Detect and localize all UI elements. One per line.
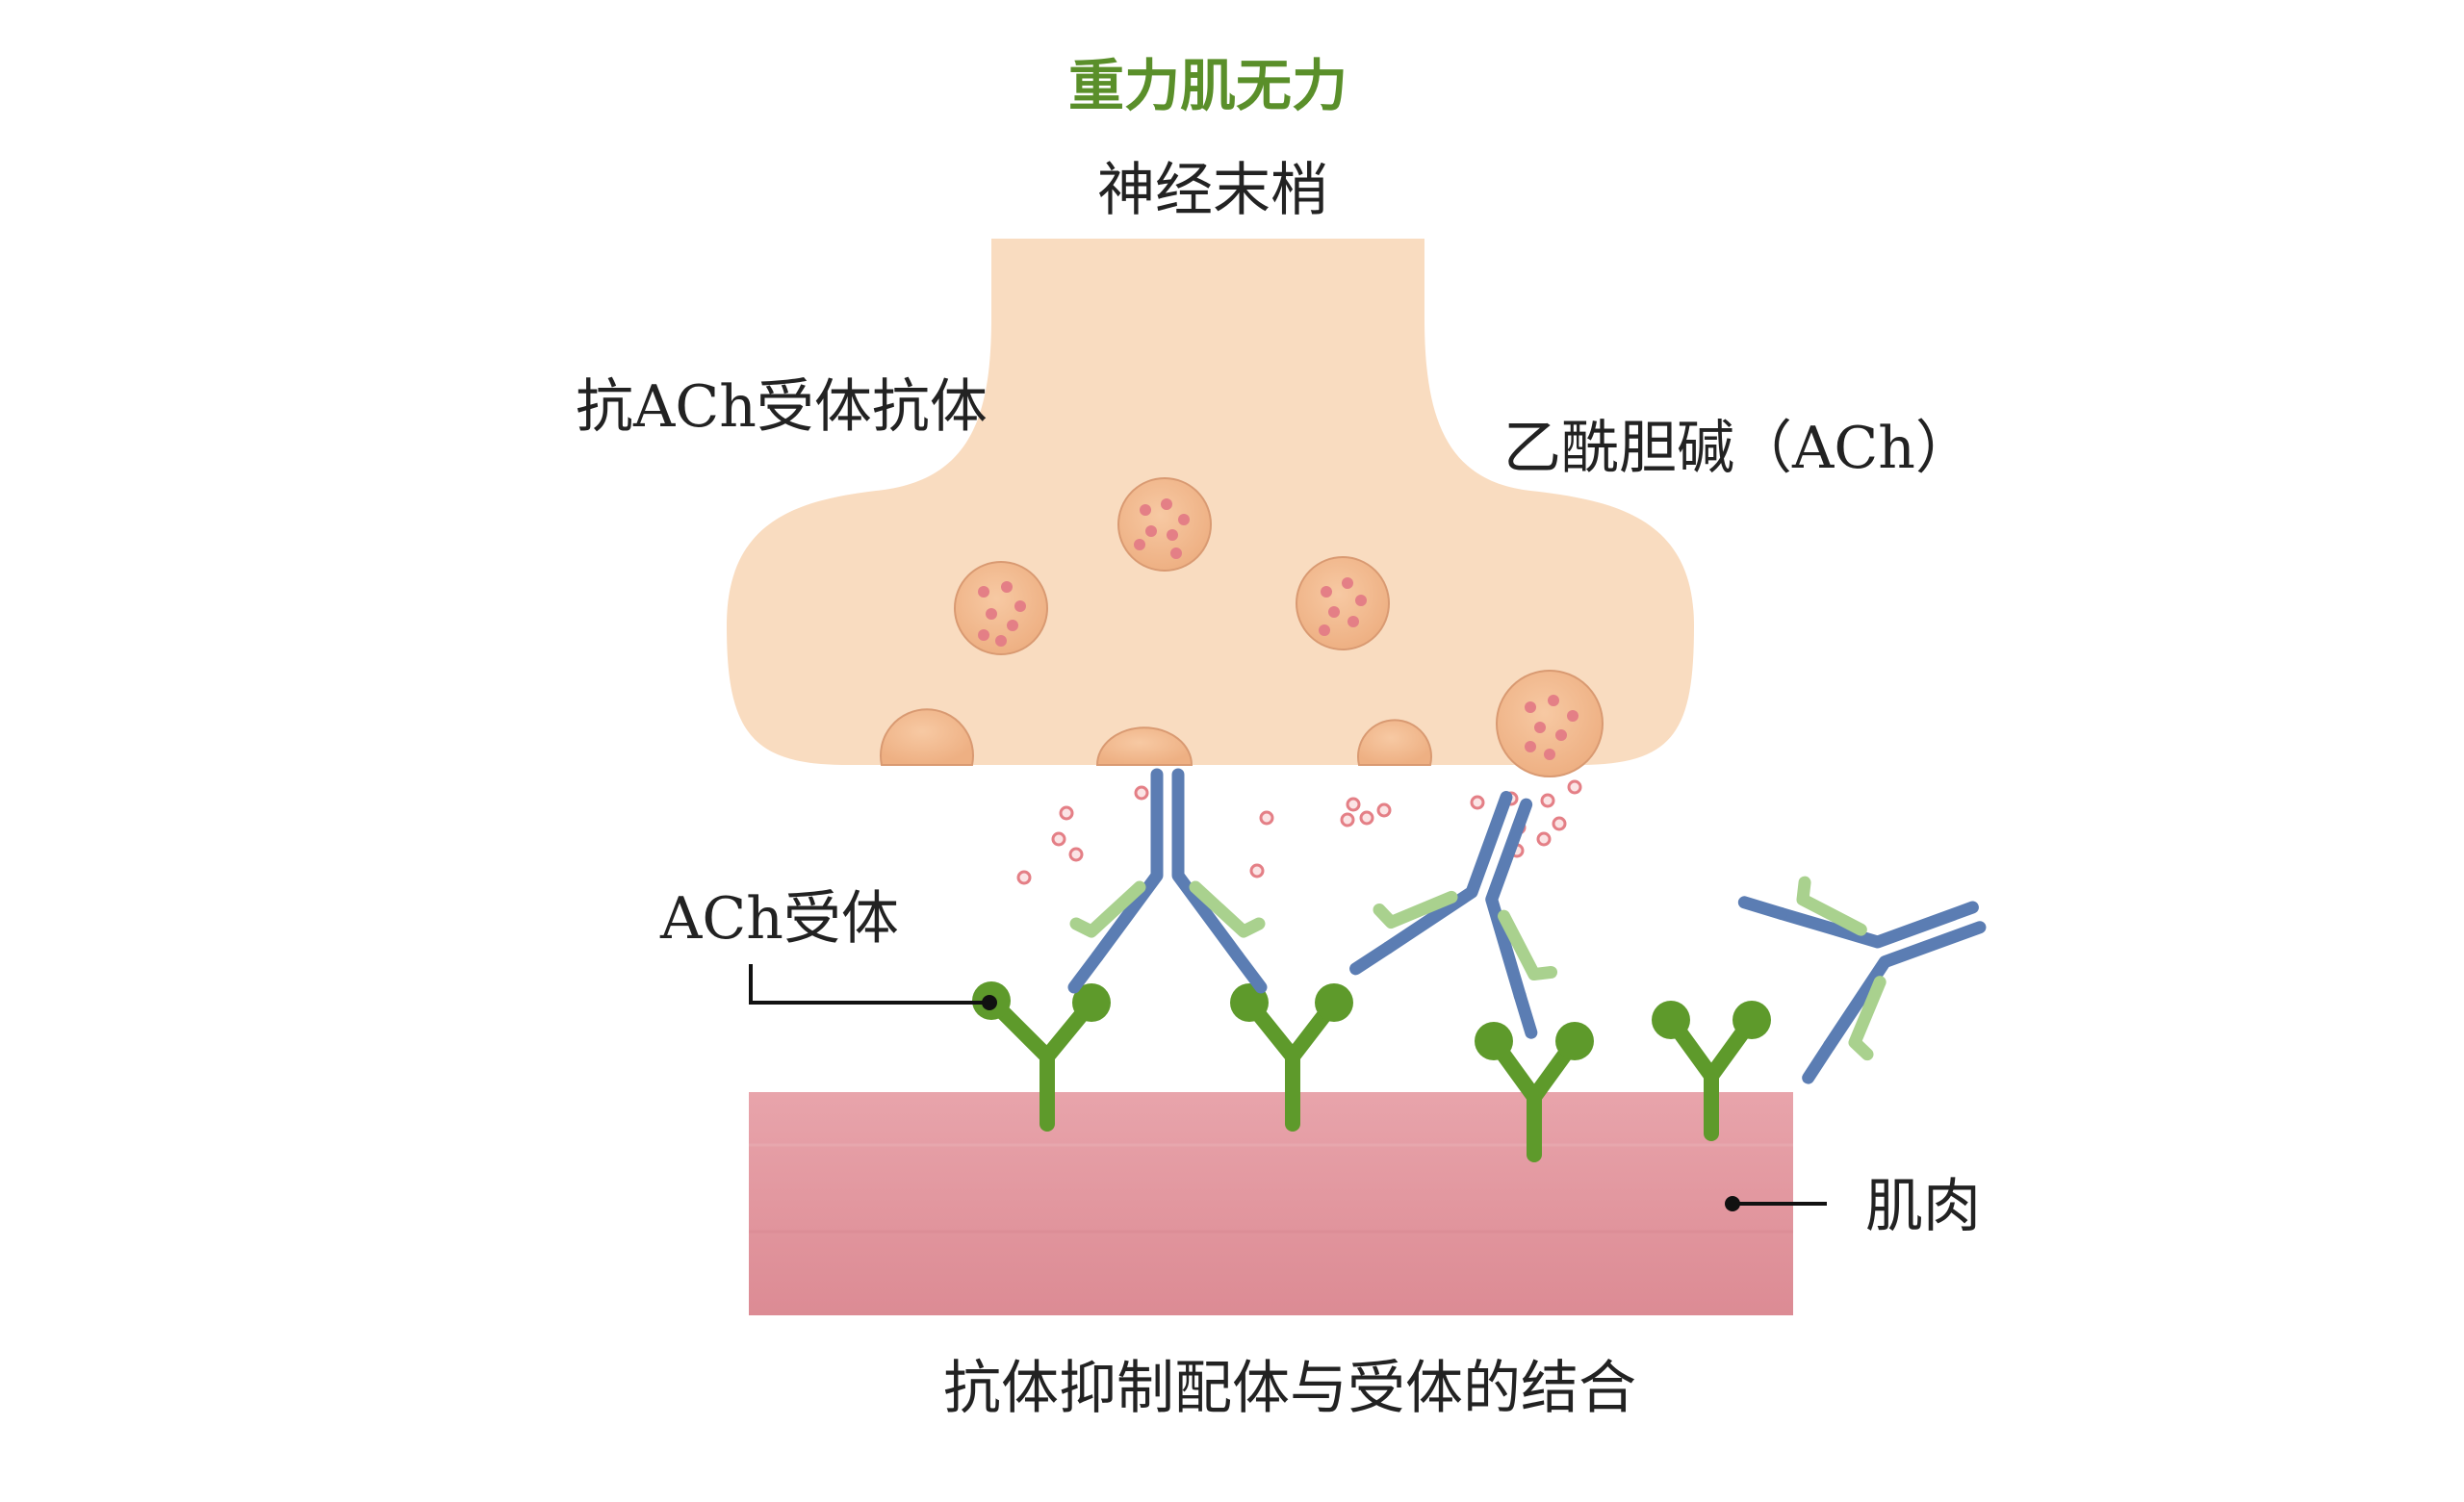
antibody-3 xyxy=(1744,829,2008,1078)
ach-receptor-leader xyxy=(749,964,989,1005)
nerve-terminal-label: 神经末梢 xyxy=(1097,157,1328,224)
ach-receptor-label: ACh受体 xyxy=(660,885,899,953)
anti-ach-antibody-label: 抗ACh受体抗体 xyxy=(576,373,988,441)
synaptic-vesicles xyxy=(954,477,1604,777)
muscle-block xyxy=(749,1092,1793,1315)
acetylcholine-label: 乙酰胆碱（ACh） xyxy=(1503,415,1973,482)
page-title: 重力肌无力 xyxy=(1068,53,1348,118)
docked-vesicles xyxy=(880,708,1432,766)
caption: 抗体抑制配体与受体的结合 xyxy=(943,1355,1636,1422)
muscle-label: 肌肉 xyxy=(1865,1173,1981,1240)
antibody-1 xyxy=(1074,775,1261,987)
